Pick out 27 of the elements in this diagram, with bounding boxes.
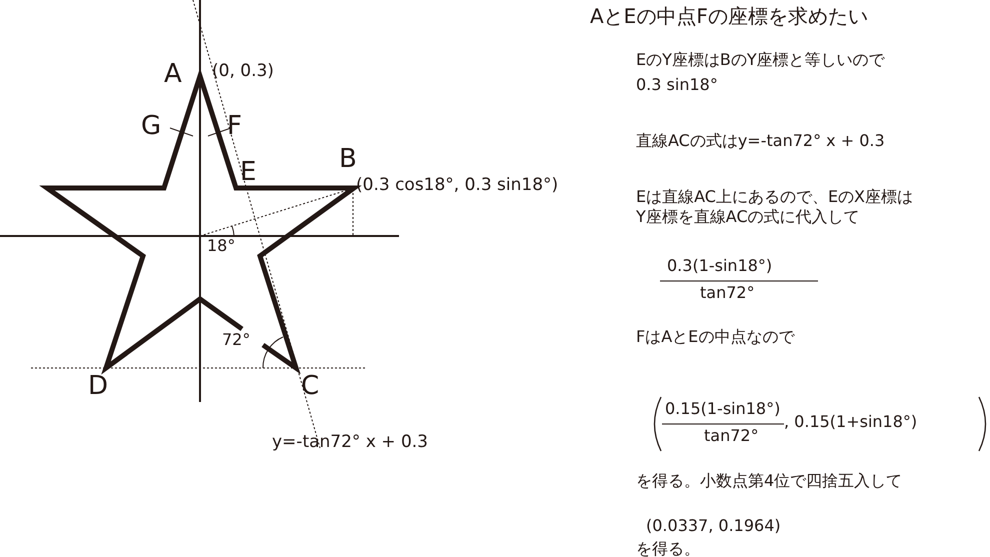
angle-label: 18° [207, 237, 236, 256]
note-text: EのY座標はBのY座標と等しいので [636, 51, 885, 70]
point-label: G [141, 112, 162, 142]
note-text: FはAとEの中点なので [636, 328, 794, 346]
coordinate-label: (0, 0.3) [212, 62, 274, 82]
formula-text: 0.3(1-sin18°) [667, 257, 772, 276]
point-label: B [339, 145, 357, 175]
formula-text: 0.15(1-sin18°) [665, 400, 780, 418]
angle-label: 72° [222, 331, 250, 350]
note-text: Eは直線AC上にあるので、EのX座標は [636, 188, 914, 206]
point-label: A [164, 60, 182, 90]
point-label: F [227, 112, 242, 142]
formula-text: tan72° [704, 427, 759, 446]
equation-label: y=-tan72° x + 0.3 [272, 433, 428, 453]
title: AとEの中点Fの座標を求めたい [590, 5, 868, 28]
formula-text: 0.3 sin18° [636, 76, 718, 94]
point-label: D [88, 372, 108, 402]
point-label: C [301, 372, 320, 402]
note-text: Y座標を直線ACの式に代入して [636, 208, 860, 226]
note-text: を得る。小数点第4位で四捨五入して [636, 472, 902, 490]
point-label: E [240, 158, 256, 188]
formula-text: (0.0337, 0.1964) [646, 517, 781, 536]
formula-text: , 0.15(1+sin18°) [784, 413, 918, 432]
note-text: 直線ACの式はy=-tan72° x + 0.3 [636, 132, 885, 150]
coordinate-label: (0.3 cos18°, 0.3 sin18°) [356, 176, 558, 196]
note-text: を得る。 [636, 540, 700, 557]
formula-text: tan72° [700, 284, 755, 302]
